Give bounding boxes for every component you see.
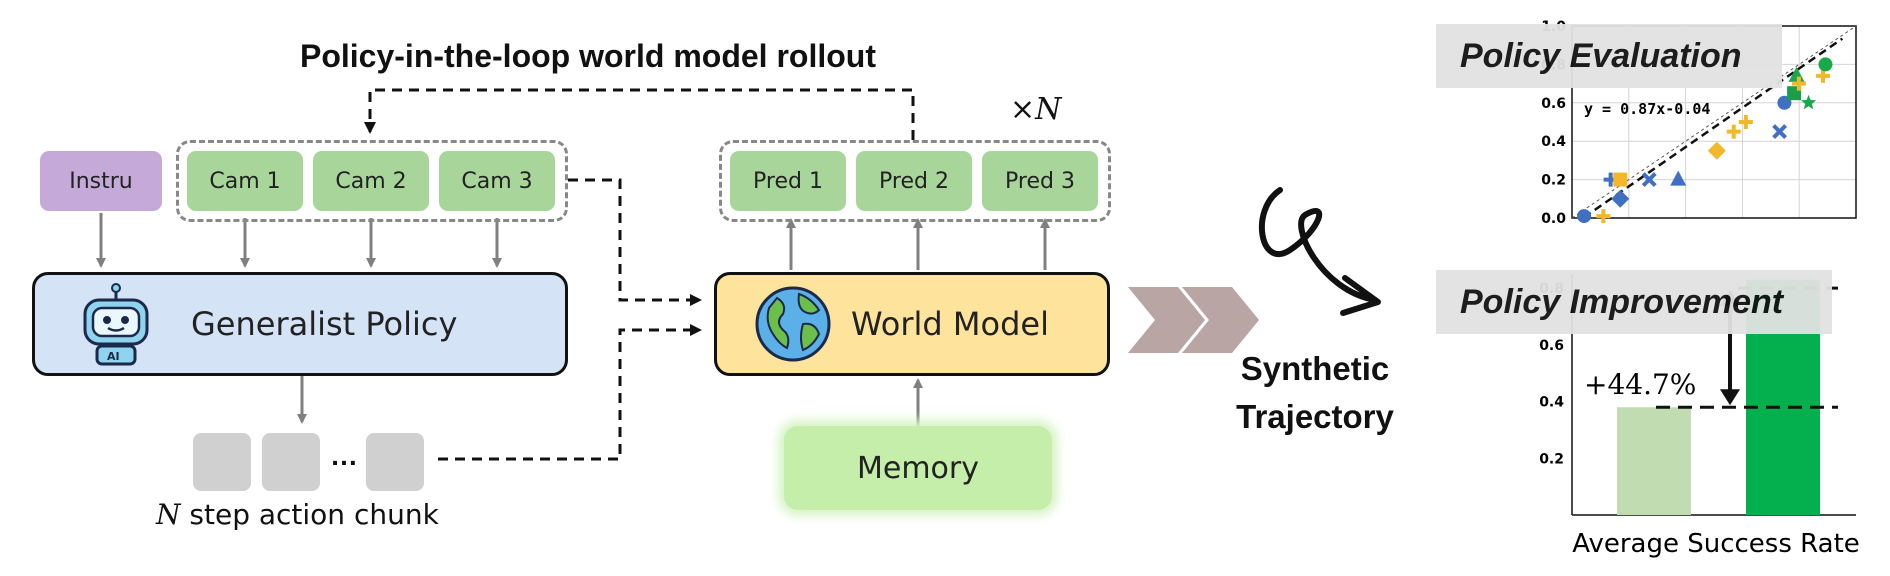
policy-evaluation-label: Policy Evaluation [1436, 24, 1782, 88]
y-tick-label: 0.6 [1539, 338, 1564, 354]
cam-3-box: Cam 3 [439, 151, 555, 211]
svg-text:AI: AI [107, 350, 120, 363]
data-point [1801, 94, 1817, 110]
n-symbol: N [156, 498, 181, 531]
improvement-annotation: +44.7% [1584, 368, 1696, 401]
synthetic-trajectory-label: Synthetic Trajectory [1230, 345, 1400, 441]
fit-line [1583, 37, 1844, 219]
chunk-ellipsis: … [330, 440, 358, 471]
y-tick-label: 0.2 [1541, 173, 1566, 189]
action-to-world-arrow [438, 324, 702, 461]
memory-box: Memory [784, 426, 1052, 510]
data-point [1613, 172, 1628, 187]
y-tick-label: 0.4 [1539, 395, 1564, 411]
action-chunk-block [193, 433, 251, 491]
loop-arrow [364, 88, 915, 140]
camera-group [176, 140, 568, 222]
data-point [1738, 115, 1753, 129]
data-point [1670, 170, 1687, 186]
data-point [1577, 209, 1592, 224]
fit-equation: y = 0.87x-0.04 [1584, 100, 1710, 118]
generalist-policy-label: Generalist Policy [191, 305, 458, 343]
chevron-icon [1182, 287, 1259, 353]
trajectory-line: Trajectory [1236, 398, 1394, 435]
synthetic-line: Synthetic [1240, 350, 1390, 387]
bar [1617, 407, 1691, 515]
data-point [1791, 76, 1806, 91]
cam-1-box: Cam 1 [187, 151, 303, 211]
x-axis-label: Average Success Rate [1572, 529, 1860, 559]
y-tick-label: 0.2 [1539, 451, 1564, 467]
times-n-label: ×N [1010, 92, 1062, 127]
globe-icon [755, 286, 831, 362]
diagram-title: Policy-in-the-loop world model rollout [300, 38, 876, 74]
instruction-box: Instru [40, 151, 162, 211]
prediction-group [719, 140, 1111, 222]
data-point [1707, 141, 1726, 160]
action-chunk-caption: N step action chunk [156, 498, 439, 531]
y-tick-label: 0.0 [1541, 211, 1566, 227]
pred-1-box: Pred 1 [730, 151, 846, 211]
data-point [1818, 57, 1833, 72]
data-point [1596, 209, 1611, 224]
pred-3-box: Pred 3 [982, 151, 1098, 211]
action-chunk-block [262, 433, 320, 491]
action-chunk-text: step action chunk [180, 498, 439, 531]
world-model-box: World Model [714, 272, 1110, 376]
data-point [1641, 172, 1657, 188]
robot-icon: AI [83, 283, 149, 366]
y-tick-label: 0.6 [1541, 96, 1566, 112]
y-tick-label: 0.4 [1541, 134, 1566, 150]
arrow-head [1720, 389, 1740, 406]
data-point [1611, 189, 1630, 208]
data-point [1772, 124, 1788, 140]
policy-improvement-label: Policy Improvement [1436, 270, 1832, 334]
pred-2-box: Pred 2 [856, 151, 972, 211]
world-model-label: World Model [851, 305, 1049, 343]
data-point [1816, 68, 1831, 83]
action-chunk-block [366, 433, 424, 491]
generalist-policy-box: AI Generalist Policy [32, 272, 568, 376]
chevron-icon [1128, 287, 1205, 353]
data-point [1726, 124, 1741, 139]
cams-to-world-arrow [568, 178, 702, 306]
squiggle-arrow [1258, 187, 1378, 303]
cam-2-box: Cam 2 [313, 151, 429, 211]
